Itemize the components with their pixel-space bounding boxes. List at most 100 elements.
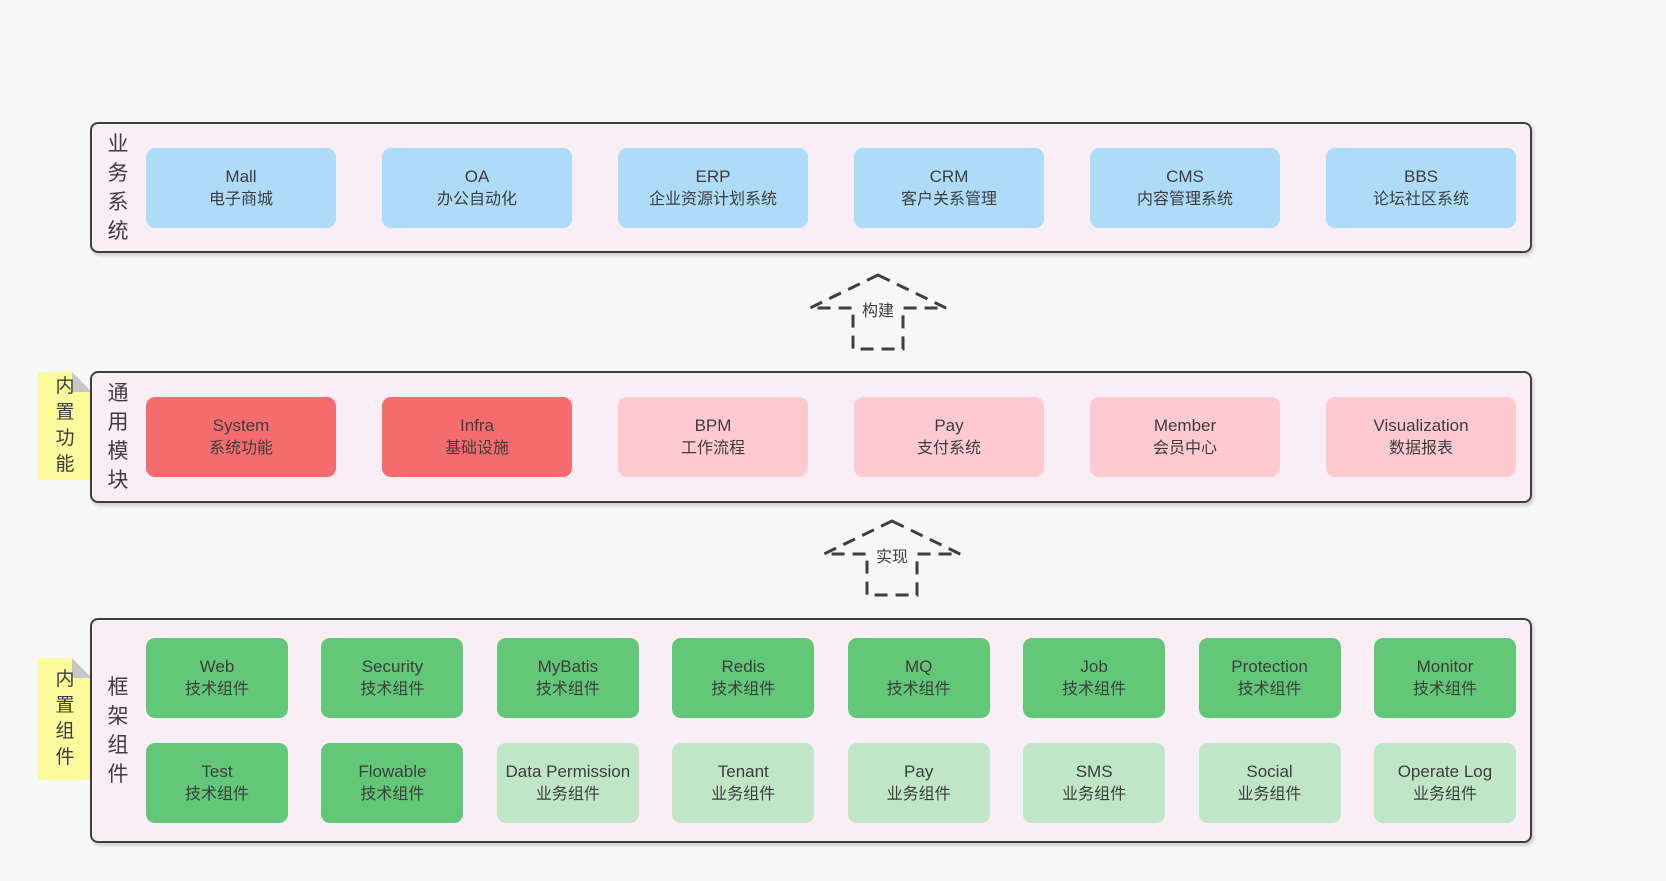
common-modules-boxes: System 系统功能 Infra 基础设施 BPM 工作流程 Pay 支付系统… <box>144 373 1530 501</box>
box-en-label: SMS <box>1075 762 1113 781</box>
box-zh-label: 办公自动化 <box>436 190 517 208</box>
box-en-label: Tenant <box>717 762 769 781</box>
build-arrow: 构建 <box>806 272 950 352</box>
box-security: Security 技术组件 <box>321 638 464 718</box>
box-en-label: CMS <box>1166 166 1204 186</box>
business-systems-band: 业务系统 Mall 电子商城 OA 办公自动化 ERP 企业资源计划系统 CRM… <box>90 122 1532 253</box>
box-en-label: Protection <box>1231 657 1308 676</box>
box-en-label: Infra <box>459 416 495 435</box>
box-mybatis: MyBatis 技术组件 <box>496 638 639 718</box>
box-test: Test 技术组件 <box>146 743 288 823</box>
box-en-label: BPM <box>694 416 732 435</box>
box-zh-label: 客户关系管理 <box>900 190 997 208</box>
box-zh-label: 业务组件 <box>711 786 776 803</box>
box-redis: Redis 技术组件 <box>672 638 815 718</box>
box-en-label: Pay <box>934 416 964 435</box>
sticky-note-text: 内置功能 <box>55 376 75 475</box>
box-zh-label: 业务组件 <box>886 786 951 803</box>
box-en-label: System <box>212 416 270 435</box>
box-zh-label: 技术组件 <box>1237 681 1302 698</box>
box-zh-label: 会员中心 <box>1152 440 1217 457</box>
band-label-text: 框架组件 <box>107 675 129 786</box>
build-arrow-label: 构建 <box>858 297 898 321</box>
sticky-note-built-in-features: 内置功能 <box>38 372 92 480</box>
box-system: System 系统功能 <box>146 397 336 477</box>
box-en-label: MyBatis <box>537 657 599 676</box>
box-zh-label: 技术组件 <box>1412 681 1477 698</box>
box-zh-label: 电子商城 <box>208 190 273 208</box>
framework-components-band: 框架组件 Web 技术组件 Security 技术组件 MyBatis 技术组件… <box>90 618 1532 843</box>
box-zh-label: 工作流程 <box>680 440 745 457</box>
box-zh-label: 支付系统 <box>916 440 981 457</box>
box-tenant: Tenant 业务组件 <box>672 743 815 823</box>
framework-components-row-1: Web 技术组件 Security 技术组件 MyBatis 技术组件 Redi… <box>146 638 1516 718</box>
box-sms: SMS 业务组件 <box>1023 743 1166 823</box>
box-zh-label: 技术组件 <box>1062 681 1127 698</box>
framework-components-boxes: Web 技术组件 Security 技术组件 MyBatis 技术组件 Redi… <box>144 620 1530 841</box>
box-visualization: Visualization 数据报表 <box>1326 397 1516 477</box>
box-en-label: Data Permission <box>505 762 631 781</box>
box-member: Member 会员中心 <box>1090 397 1280 477</box>
box-zh-label: 技术组件 <box>535 681 600 698</box>
band-label-framework-components: 框架组件 <box>92 620 144 841</box>
box-zh-label: 企业资源计划系统 <box>648 190 777 208</box>
business-systems-boxes: Mall 电子商城 OA 办公自动化 ERP 企业资源计划系统 CRM 客户关系… <box>144 124 1530 251</box>
box-en-label: BBS <box>1403 166 1439 186</box>
box-pay-component: Pay 业务组件 <box>847 743 990 823</box>
box-en-label: Security <box>361 657 424 676</box>
box-zh-label: 技术组件 <box>886 681 951 698</box>
box-zh-label: 内容管理系统 <box>1136 190 1233 208</box>
box-zh-label: 业务组件 <box>535 786 600 803</box>
box-en-label: Pay <box>904 762 934 781</box>
box-en-label: Flowable <box>358 762 427 781</box>
box-zh-label: 技术组件 <box>711 681 776 698</box>
box-zh-label: 系统功能 <box>208 440 273 457</box>
box-en-label: Test <box>201 762 233 781</box>
box-protection: Protection 技术组件 <box>1198 638 1341 718</box>
box-en-label: Mall <box>225 166 257 186</box>
band-label-common-modules: 通用模块 <box>92 373 144 501</box>
box-zh-label: 技术组件 <box>360 786 425 803</box>
box-pay: Pay 支付系统 <box>854 397 1044 477</box>
box-bpm: BPM 工作流程 <box>618 397 808 477</box>
box-mall: Mall 电子商城 <box>146 147 336 228</box>
box-en-label: Monitor <box>1416 657 1474 676</box>
box-zh-label: 数据报表 <box>1388 440 1453 457</box>
implement-arrow-label: 实现 <box>872 543 912 567</box>
box-infra: Infra 基础设施 <box>382 397 572 477</box>
box-en-label: MQ <box>904 657 933 676</box>
box-web: Web 技术组件 <box>146 638 288 718</box>
box-operate-log: Operate Log 业务组件 <box>1373 743 1516 823</box>
box-bbs: BBS 论坛社区系统 <box>1326 147 1516 228</box>
sticky-note-built-in-components: 内置组件 <box>38 658 92 780</box>
box-en-label: ERP <box>695 166 731 186</box>
box-zh-label: 论坛社区系统 <box>1372 190 1469 208</box>
box-zh-label: 业务组件 <box>1062 786 1127 803</box>
box-zh-label: 技术组件 <box>360 681 425 698</box>
box-zh-label: 业务组件 <box>1412 786 1477 803</box>
box-en-label: Visualization <box>1373 416 1469 435</box>
box-crm: CRM 客户关系管理 <box>854 147 1044 228</box>
box-en-label: Operate Log <box>1397 762 1493 781</box>
common-modules-band: 通用模块 System 系统功能 Infra 基础设施 BPM 工作流程 Pay… <box>90 371 1532 503</box>
box-zh-label: 基础设施 <box>444 440 509 457</box>
band-label-text: 通用模块 <box>107 382 129 492</box>
sticky-note-text: 内置组件 <box>55 669 75 768</box>
box-zh-label: 业务组件 <box>1237 786 1302 803</box>
box-en-label: Redis <box>721 657 765 676</box>
band-label-business-systems: 业务系统 <box>92 124 144 251</box>
implement-arrow: 实现 <box>820 518 964 598</box>
box-monitor: Monitor 技术组件 <box>1373 638 1516 718</box>
box-job: Job 技术组件 <box>1023 638 1166 718</box>
band-label-text: 业务系统 <box>107 132 129 243</box>
box-en-label: CRM <box>929 166 969 186</box>
box-erp: ERP 企业资源计划系统 <box>618 147 808 228</box>
box-flowable: Flowable 技术组件 <box>321 743 464 823</box>
framework-components-row-2: Test 技术组件 Flowable 技术组件 Data Permission … <box>146 743 1516 823</box>
box-zh-label: 技术组件 <box>184 786 249 803</box>
box-en-label: OA <box>464 166 490 186</box>
box-mq: MQ 技术组件 <box>847 638 990 718</box>
box-data-permission: Data Permission 业务组件 <box>496 743 639 823</box>
box-social: Social 业务组件 <box>1198 743 1341 823</box>
box-en-label: Job <box>1080 657 1108 676</box>
